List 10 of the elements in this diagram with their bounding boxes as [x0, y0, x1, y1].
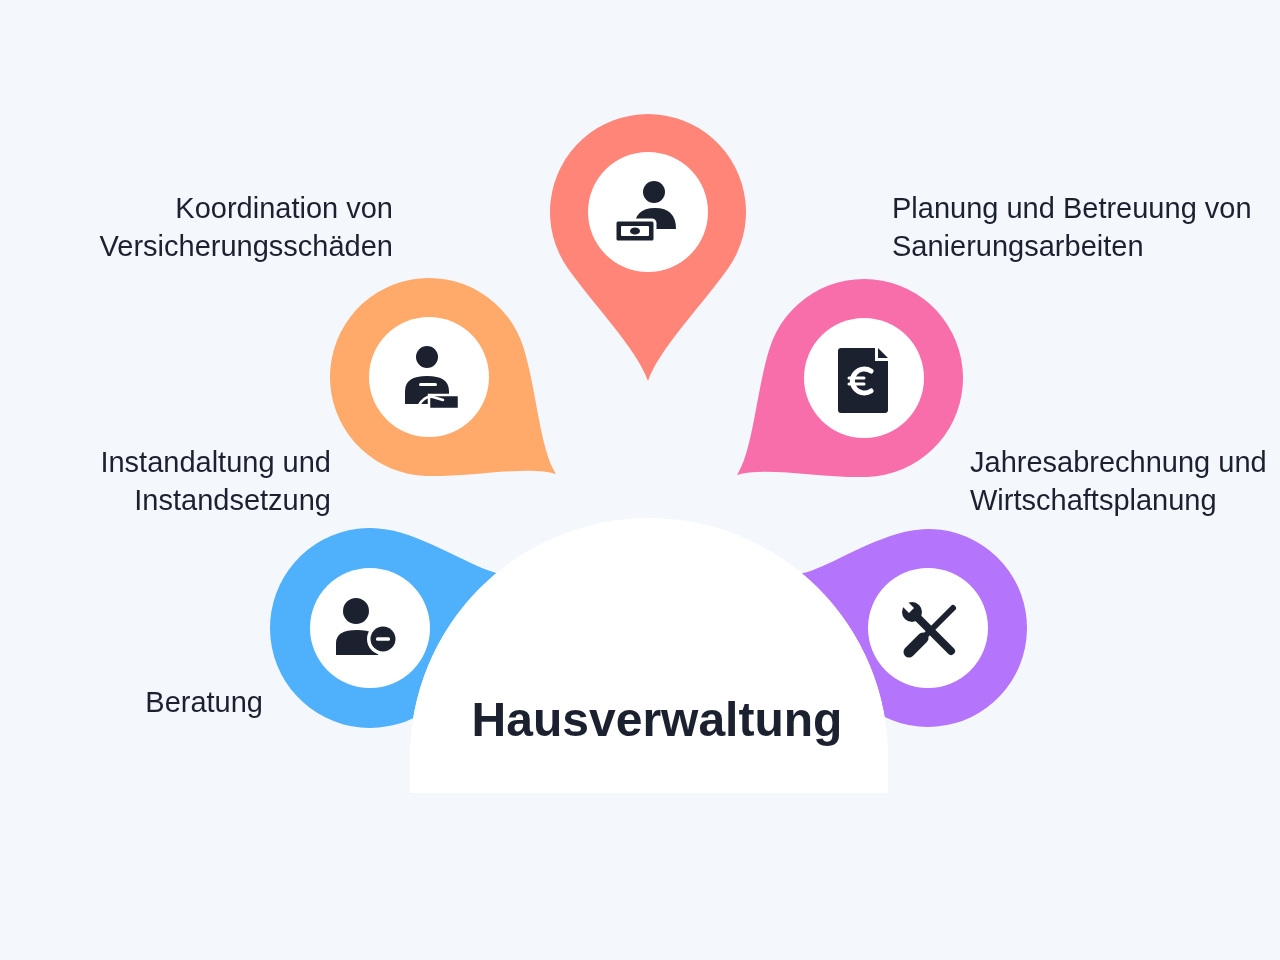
service-label: Instandaltung und Instandsetzung: [99, 445, 331, 518]
service-label: Planung und Betreuung von Sanierungsarbeiten: [892, 191, 1253, 264]
service-label: Beratung: [144, 685, 263, 720]
service-label: Koordination von Versicherungsschäden: [98, 191, 393, 264]
location-pin: [330, 278, 556, 477]
semicircle-panel: [410, 518, 888, 793]
location-pin: [737, 279, 963, 478]
hub-title: Hausverwaltung: [471, 692, 843, 748]
service-label: Jahresabrechnung und Wirtschaftsplanung: [970, 445, 1268, 518]
location-pin: [550, 114, 746, 381]
